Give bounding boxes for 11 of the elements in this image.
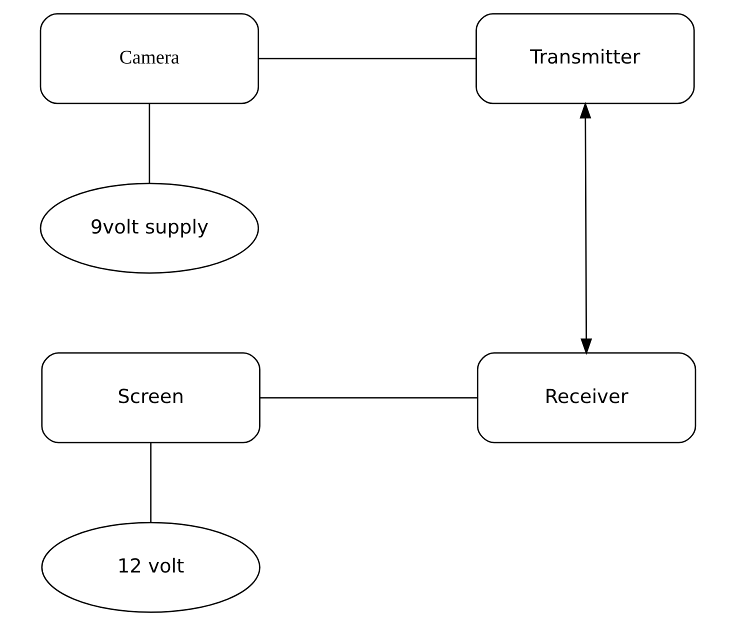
arrow <box>580 102 592 356</box>
node-box: Receiver <box>476 352 696 444</box>
connector <box>148 104 150 184</box>
node-ellipse: 9volt supply <box>40 182 260 274</box>
node-ellipse: 12 volt <box>41 522 260 613</box>
node-box: Camera <box>40 13 260 104</box>
node-box: Screen <box>41 352 260 444</box>
connector <box>150 443 152 522</box>
connector <box>260 397 478 398</box>
connector <box>258 58 476 60</box>
node-box: Transmitter <box>476 13 695 104</box>
